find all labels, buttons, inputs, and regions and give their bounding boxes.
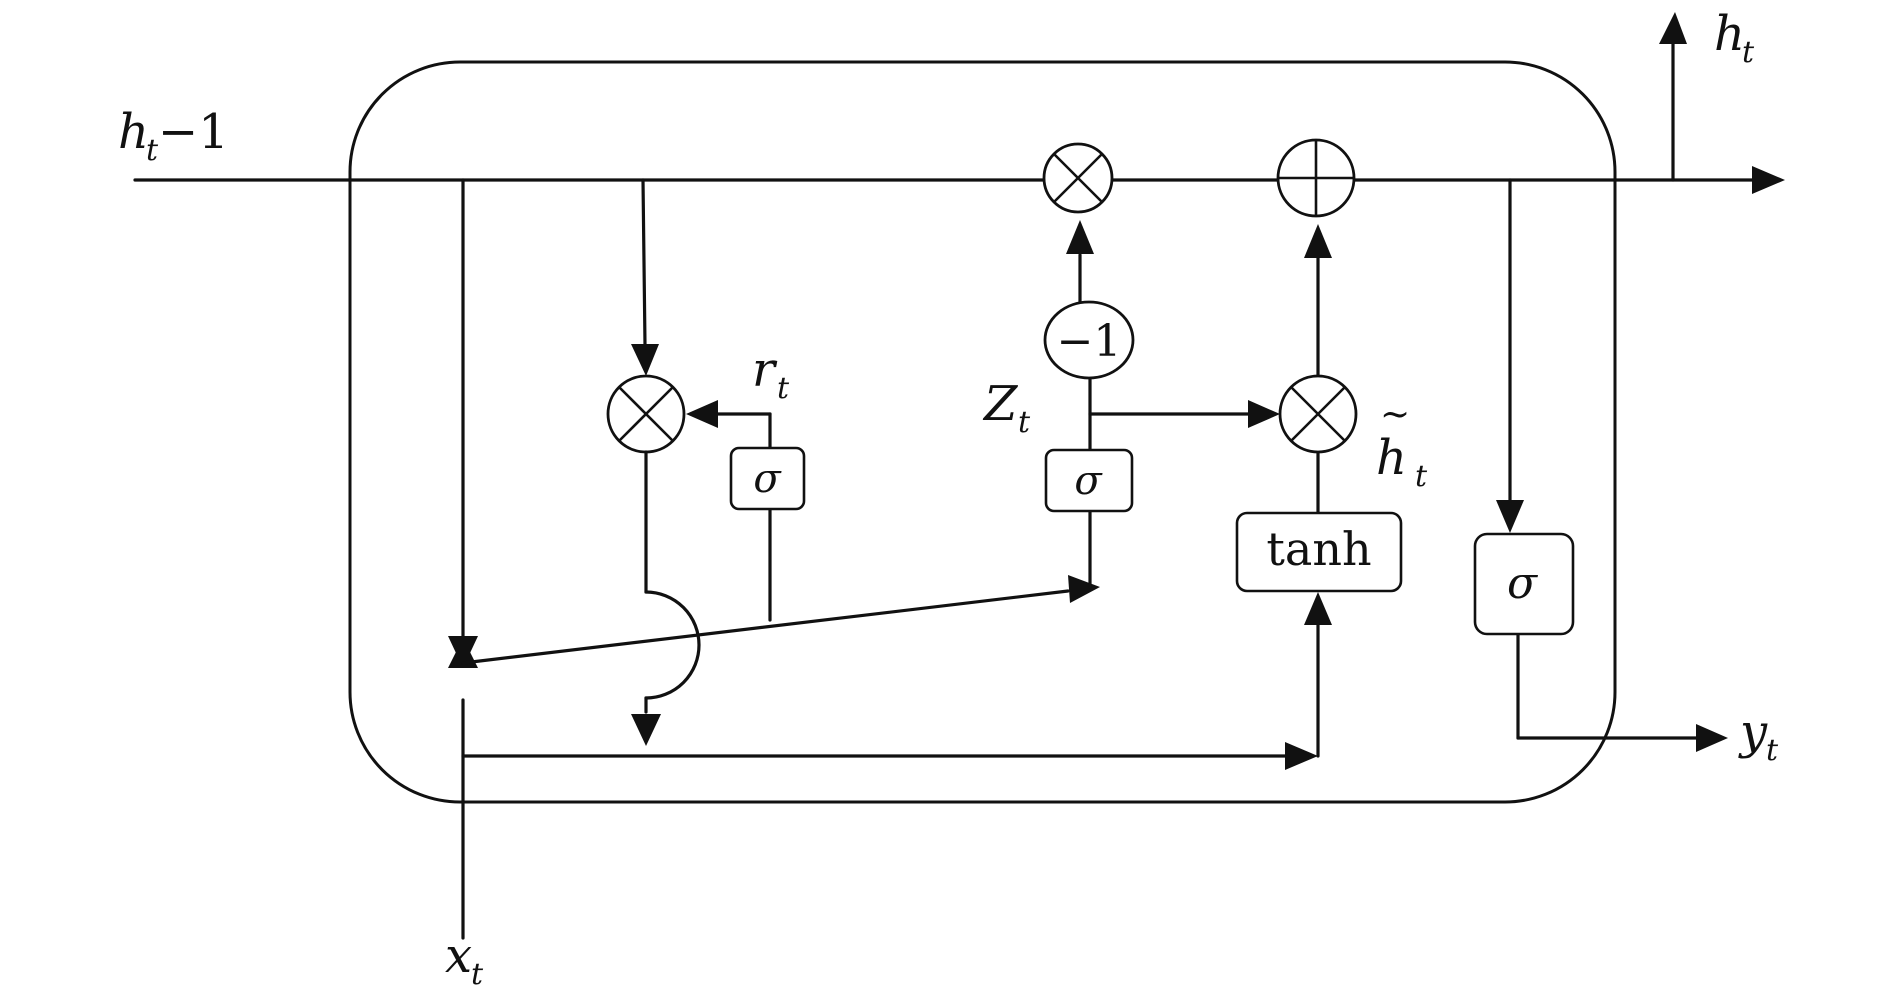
svg-text:−1: −1 [158,104,229,160]
update-gate-box [1044,448,1134,513]
x-input-connector [448,178,478,940]
top-add-node [1276,138,1356,218]
svg-text:x: x [445,928,472,984]
svg-text:y: y [1738,704,1768,760]
h-to-reset-mult-line [631,178,659,376]
z-label: Z t [982,376,1031,440]
update-gate-wiring [1066,220,1280,589]
y-label: y t [1738,704,1779,768]
x-to-candidate-line [461,592,1332,770]
svg-text:t: t [146,133,159,168]
svg-text:t: t [777,371,790,406]
reset-multiply-node [606,374,686,454]
x-label: x t [445,928,484,992]
svg-text:r: r [752,342,778,398]
svg-text:~: ~ [1380,394,1410,435]
h-out-connector [1659,12,1687,182]
hidden-state-line [133,166,1785,194]
minus-one-label: −1 [1057,316,1122,367]
reset-gate-wiring [686,400,772,622]
tanh-label: tanh [1266,522,1371,576]
svg-text:h: h [1714,6,1745,62]
svg-text:t: t [471,957,484,992]
reset-gate-label: σ [753,456,782,502]
cell-boundary [348,60,1617,804]
minus-one-node [1043,300,1135,380]
svg-text:t: t [1018,405,1031,440]
svg-text:h: h [1376,430,1407,486]
svg-text:t: t [1415,459,1428,494]
h-tilde-label: ~ h t [1376,394,1428,494]
candidate-wiring [1304,224,1332,515]
r-label: r t [752,342,790,406]
output-gate-box [1473,532,1575,636]
reset-gate-box [729,446,806,511]
top-multiply-node [1042,142,1114,214]
svg-text:h: h [118,104,149,160]
candidate-multiply-node [1278,374,1358,454]
update-gate-label: σ [1074,458,1103,504]
reset-to-candidate-line [631,450,701,746]
h-out-label: h t [1714,6,1755,70]
tanh-box [1235,511,1403,593]
output-wiring [1496,178,1728,752]
svg-text:t: t [1766,733,1779,768]
junction-to-update-line [461,575,1100,665]
output-gate-label: σ [1507,558,1539,609]
h-prev-label: h t −1 [118,104,229,168]
svg-text:t: t [1742,35,1755,70]
svg-text:Z: Z [982,376,1019,432]
